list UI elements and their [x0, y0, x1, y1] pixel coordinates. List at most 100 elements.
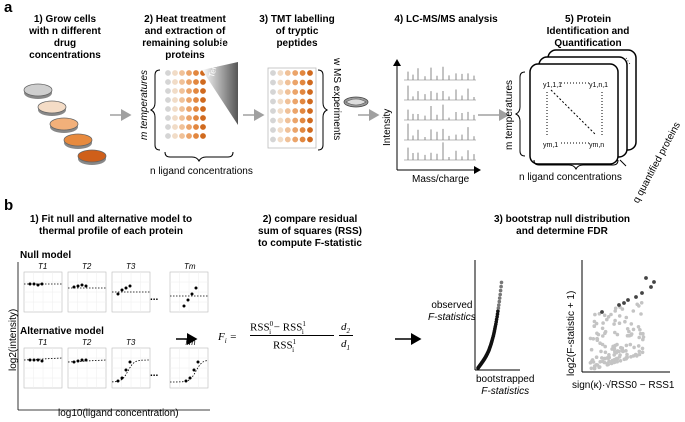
well — [307, 136, 313, 143]
volcano-point — [628, 342, 633, 347]
matrix-cell-top-right: y1,n,1 — [589, 82, 609, 89]
well — [284, 98, 291, 105]
null-model-label: Null model — [20, 250, 72, 261]
spectrum — [407, 85, 475, 100]
well — [299, 136, 306, 143]
matrix-cell-bottom-left: ym,1 — [543, 142, 559, 149]
well — [284, 117, 291, 124]
well — [193, 70, 199, 76]
well — [172, 79, 178, 85]
volcano-point — [603, 356, 607, 361]
well — [307, 117, 313, 124]
well — [186, 97, 192, 103]
well — [292, 79, 299, 86]
volcano-point-hit — [644, 276, 648, 280]
thermal-profile-panel — [111, 347, 151, 389]
well — [307, 89, 313, 95]
volcano-point — [613, 306, 618, 311]
volcano-point — [609, 361, 614, 366]
step5-title: 5) Protein Identification and Quantifica… — [546, 14, 630, 49]
well — [165, 106, 171, 112]
panel-title: Tm — [184, 262, 196, 271]
volcano-point — [613, 330, 617, 335]
volcano-point-hit — [617, 303, 621, 307]
well — [172, 97, 178, 103]
volcano-point — [615, 332, 620, 337]
volcano-point — [598, 360, 602, 364]
well — [165, 88, 171, 94]
volcano-point — [632, 345, 636, 350]
tmt-plate — [267, 67, 317, 149]
volcano-point — [614, 356, 619, 361]
well — [299, 108, 306, 114]
well — [299, 117, 306, 124]
volcano-point — [627, 329, 631, 334]
b-step2-title: 2) compare residual sum of squares (RSS)… — [258, 214, 362, 249]
well — [179, 115, 185, 121]
matrix-inner — [540, 74, 608, 154]
volcano-point — [599, 349, 603, 354]
qq-y-label: observed F-statistics — [428, 300, 476, 323]
ms-experiments-label: w MS experiments — [331, 58, 342, 141]
volcano-point-hit — [634, 295, 638, 299]
ellipsis: ... — [150, 368, 159, 379]
well — [270, 117, 276, 124]
volcano-point — [617, 321, 622, 326]
volcano-point — [593, 312, 597, 317]
well — [270, 127, 276, 133]
thermal-profile-panel — [23, 347, 63, 389]
temperature-gradient-wedge — [202, 62, 238, 125]
well — [186, 133, 192, 139]
well — [307, 70, 313, 76]
qq-point — [495, 315, 499, 319]
well — [307, 79, 313, 86]
mass-charge-label: Mass/charge — [412, 174, 470, 185]
volcano-point — [600, 356, 604, 360]
volcano-point-hit — [640, 291, 644, 295]
volcano-point-hit — [622, 301, 626, 305]
qq-point — [497, 296, 502, 300]
qq-point — [497, 303, 501, 307]
matrix-cell-bottom-right: ym,n — [589, 142, 605, 149]
volcano-point — [636, 325, 641, 329]
qq-point — [498, 288, 503, 293]
spectrum — [407, 66, 475, 80]
well — [299, 79, 306, 86]
well — [193, 133, 199, 139]
step1-title: 1) Grow cells with n different drug conc… — [29, 14, 101, 61]
volcano-point — [592, 364, 597, 368]
volcano-point — [640, 350, 645, 355]
volcano-point-hit — [626, 298, 630, 302]
well — [200, 124, 206, 130]
petri-dishes — [23, 83, 107, 165]
volcano-point — [597, 365, 601, 370]
volcano-point — [601, 321, 605, 325]
step2-title: 2) Heat treatment and extraction of rema… — [142, 14, 228, 61]
panel-a-label: a — [4, 0, 13, 16]
well — [270, 70, 276, 76]
volcano-point — [613, 309, 617, 313]
model-panels — [17, 262, 210, 411]
panel-b-label: b — [4, 197, 14, 214]
well — [299, 70, 306, 76]
step3-title: 3) TMT labelling of tryptic peptides — [259, 14, 335, 49]
well — [277, 136, 284, 143]
well — [165, 97, 171, 103]
volcano-point — [603, 350, 608, 355]
well — [193, 97, 199, 103]
well — [179, 79, 185, 85]
panel-title: T1 — [38, 338, 48, 347]
petri-dish — [37, 100, 67, 116]
volcano-point — [641, 331, 645, 336]
volcano-point — [597, 312, 602, 316]
ellipsis: ... — [150, 292, 159, 303]
panel-title: Tm — [184, 338, 196, 347]
volcano-point — [631, 309, 636, 313]
volcano-point — [637, 304, 641, 308]
well — [193, 88, 199, 94]
volcano-point — [601, 334, 605, 338]
well — [193, 115, 199, 121]
volcano-point — [640, 346, 645, 351]
well — [179, 88, 185, 94]
ligand-axis-label: n ligand concentrations — [150, 166, 253, 177]
